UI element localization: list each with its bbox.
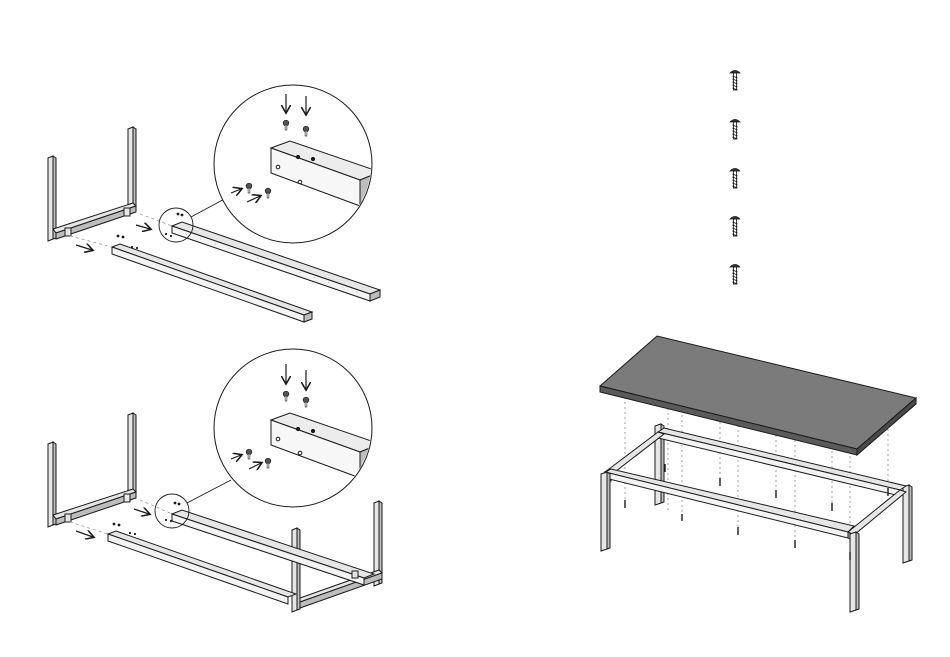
screw-icon [730, 169, 740, 189]
step-3-group [600, 336, 916, 612]
assembled-frame [601, 424, 912, 612]
screw-icon [730, 265, 740, 285]
detail-circle [214, 85, 380, 243]
screw-icon [730, 217, 740, 237]
screw-icon [730, 71, 740, 91]
screw-icon [730, 120, 740, 140]
tabletop [600, 336, 916, 455]
step-2-group [48, 349, 382, 612]
hardware-screws [730, 71, 740, 285]
u-frame-left [48, 413, 136, 527]
detail-circle [214, 349, 380, 507]
u-frame-left [48, 127, 136, 241]
long-rail-front [112, 244, 312, 322]
step-1-group [48, 85, 380, 322]
